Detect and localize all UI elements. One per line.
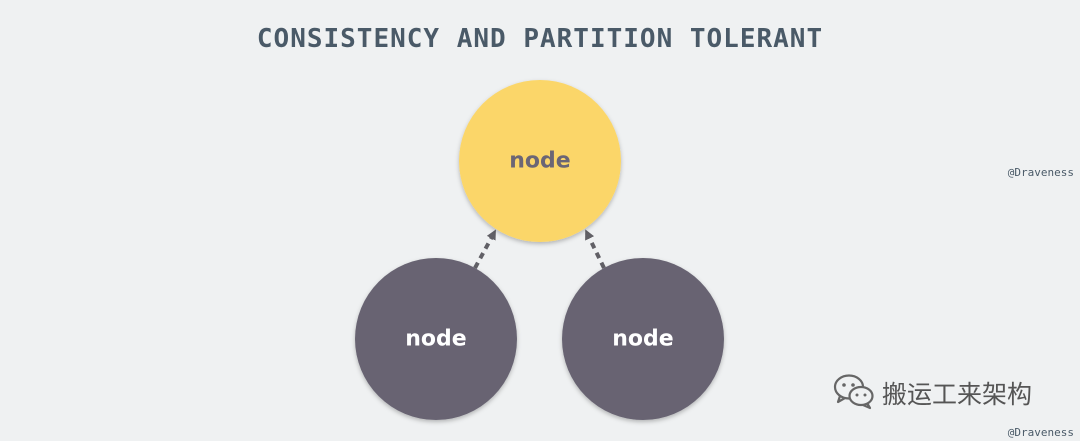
- node-bottom-right-label: node: [612, 327, 673, 352]
- node-top-label: node: [509, 149, 570, 174]
- watermark-text: 搬运工来架构: [882, 379, 1033, 409]
- diagram-title: CONSISTENCY AND PARTITION TOLERANT: [256, 24, 824, 54]
- node-bottom-left: node: [355, 258, 517, 420]
- author-credit-bottom: @Draveness: [1007, 426, 1074, 439]
- node-bottom-right: node: [562, 258, 724, 420]
- edge-left-to-top: [473, 229, 496, 269]
- author-credit: @Draveness: [1007, 166, 1074, 179]
- wechat-icon: [832, 370, 876, 415]
- node-bottom-left-label: node: [405, 327, 466, 352]
- node-top: node: [459, 80, 621, 242]
- watermark: 搬运工来架构: [832, 370, 1032, 415]
- edge-right-to-top: [585, 229, 606, 269]
- node-bottom-left-circle: [355, 258, 517, 420]
- node-top-circle: [459, 80, 621, 242]
- node-bottom-right-circle: [562, 258, 724, 420]
